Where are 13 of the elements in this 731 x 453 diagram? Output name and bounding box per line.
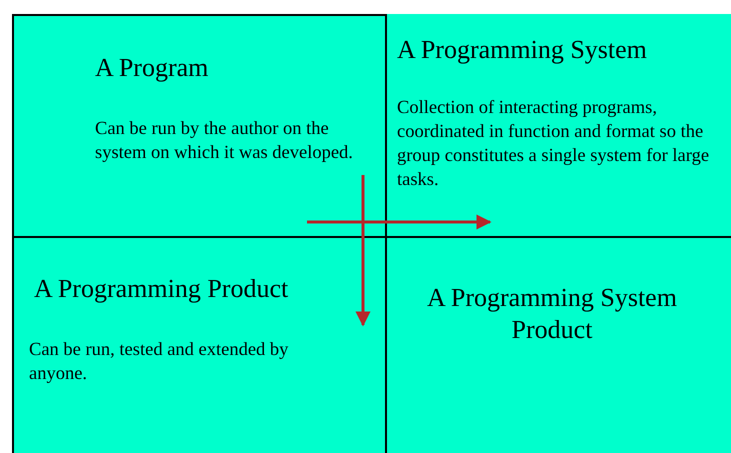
quadrant-panel [12, 14, 387, 238]
quadrant-heading: A Program [95, 52, 208, 84]
quadrant-description: Collection of interacting programs, coordinated in function and format so the group constitutes a single system for large tasks. [397, 97, 710, 192]
quadrant-description: Can be run by the author on the system on which it was developed. [95, 118, 354, 165]
quadrant-panel [12, 238, 387, 453]
arrow [307, 214, 492, 230]
quadrant-heading: A Programming System [397, 34, 647, 66]
quadrant-heading: A Programming System Product [426, 282, 678, 346]
quadrant-panel [387, 238, 731, 453]
quadrant-description: Can be run, tested and extended by anyone. [29, 339, 289, 386]
quadrant-panel [387, 14, 731, 238]
quadrant-heading: A Programming Product [34, 273, 288, 305]
arrow [356, 175, 370, 326]
